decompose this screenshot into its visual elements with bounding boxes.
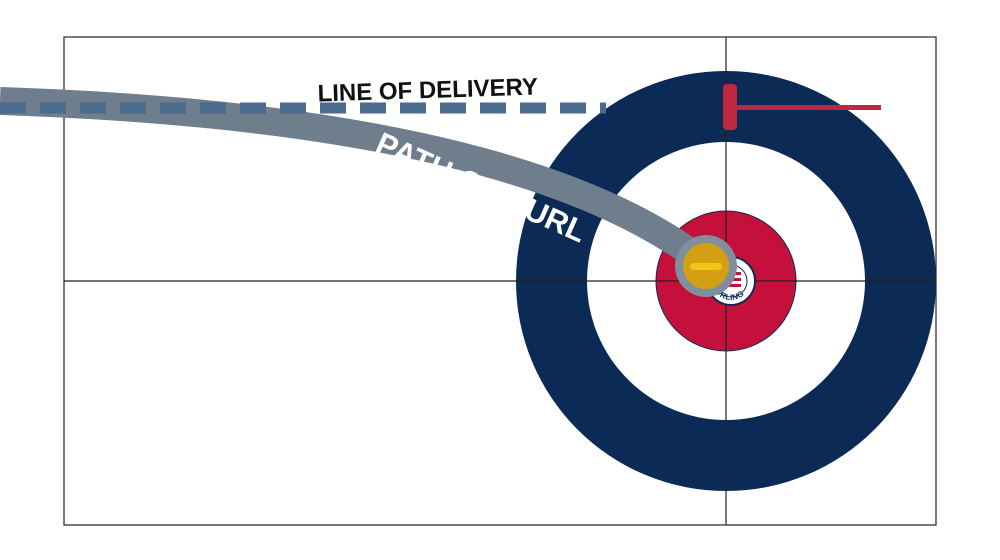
broom-icon: [723, 84, 881, 130]
curling-stone-icon: [675, 235, 737, 297]
